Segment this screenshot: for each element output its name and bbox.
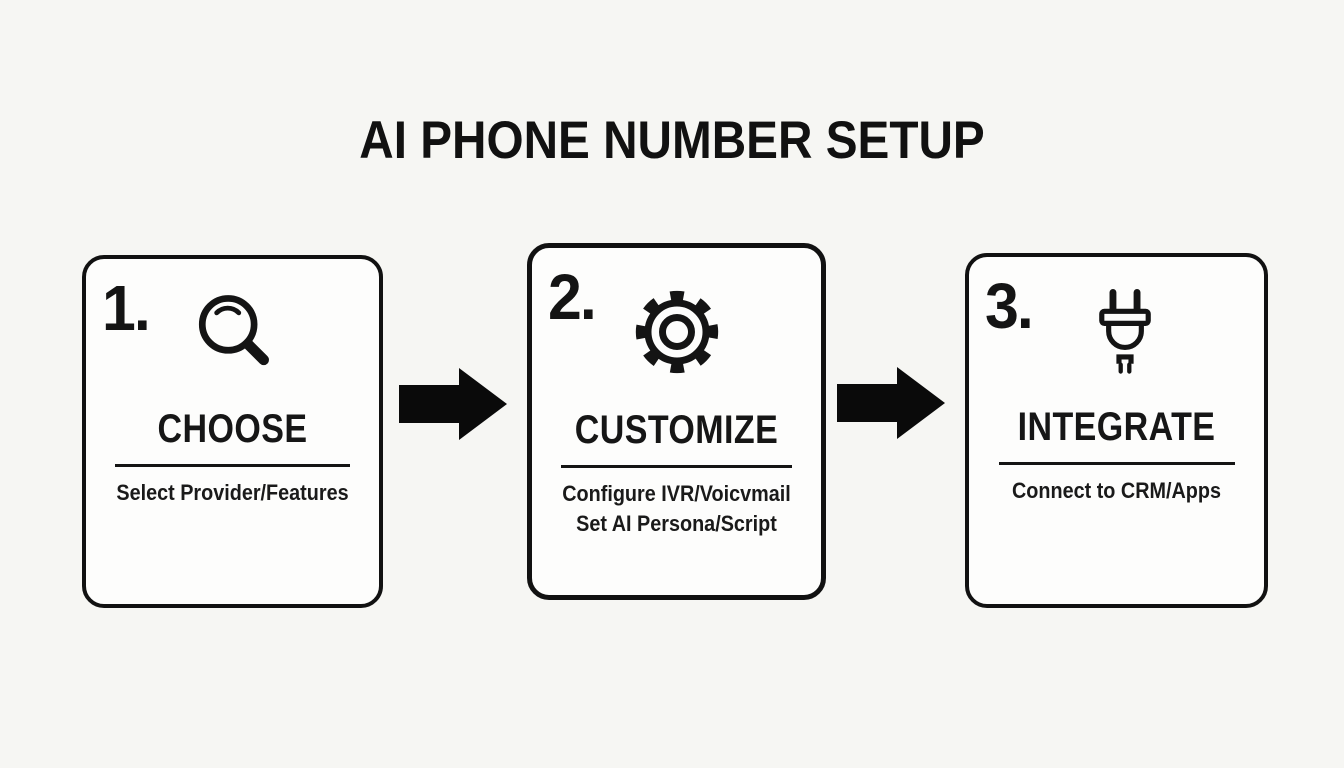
gear-icon — [619, 274, 735, 395]
step-subtext-line: Select Provider/Features — [116, 480, 349, 505]
step-subtext-line: Configure IVR/Voicvmail — [562, 481, 791, 506]
step-number: 1. — [102, 272, 151, 344]
step-divider — [998, 462, 1235, 465]
arrow-right-icon — [399, 368, 507, 445]
step-subtext-line: Connect to CRM/Apps — [1012, 478, 1221, 503]
arrow-right-icon — [837, 367, 945, 444]
step-card-integrate: 3. INTEGRATE Connect to CRM/Apps — [965, 253, 1268, 608]
magnifier-icon — [185, 285, 281, 386]
plug-icon — [1082, 285, 1168, 396]
step-number: 3. — [985, 270, 1034, 342]
step-divider — [115, 464, 350, 467]
step-heading: CHOOSE — [157, 407, 308, 451]
step-heading: INTEGRATE — [1017, 405, 1216, 449]
step-heading: CUSTOMIZE — [574, 408, 779, 452]
step-number: 2. — [548, 261, 597, 333]
step-card-customize: 2. CUSTOMIZE Configure IVR/Voicvmail Set… — [527, 243, 826, 600]
step-card-choose: 1. CHOOSE Select Provider/Features — [82, 255, 383, 608]
page-title: AI PHONE NUMBER SETUP — [359, 111, 985, 170]
step-subtext-line: Set AI Persona/Script — [576, 511, 777, 536]
step-divider — [560, 465, 793, 468]
